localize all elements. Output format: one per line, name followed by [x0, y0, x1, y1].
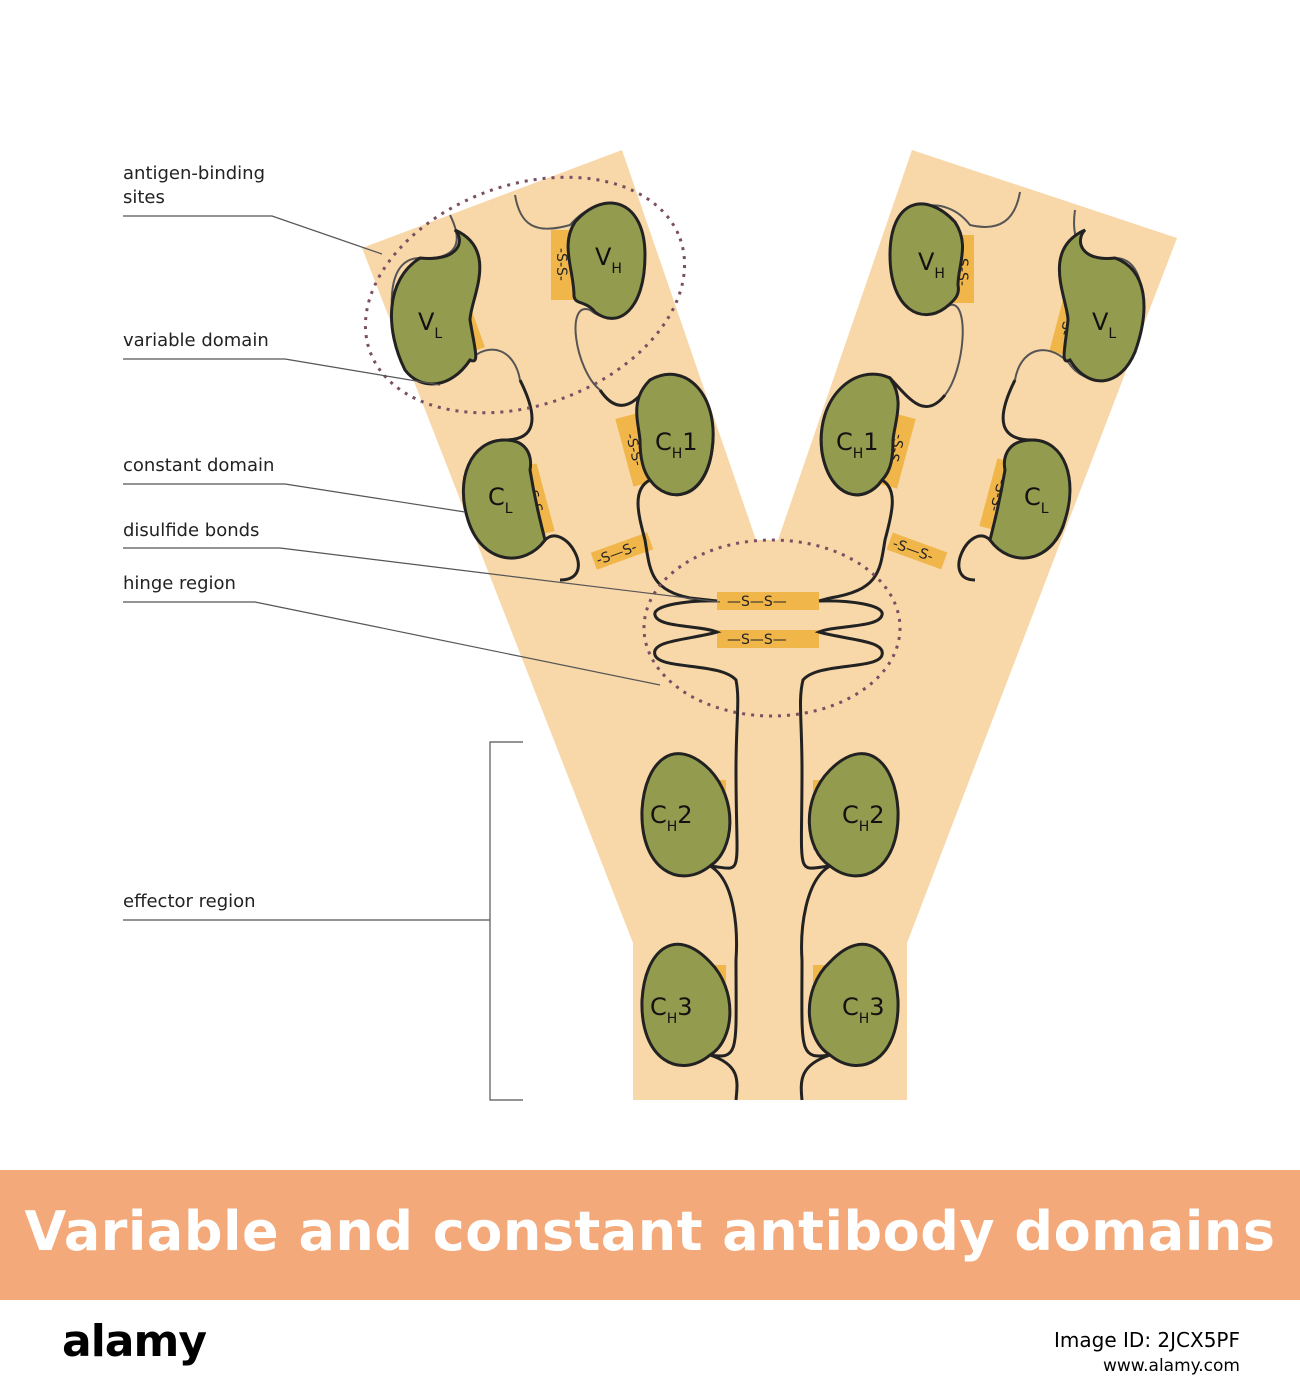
- effector-bracket: [489, 741, 523, 1101]
- hinge-region: —S—S— —S—S—: [653, 592, 884, 771]
- domain-cl-right: [988, 438, 1072, 560]
- leader-variable-domain: [123, 358, 441, 386]
- hinge-bond-label: —S—S—: [727, 594, 787, 610]
- antigen-binding-site-outline: [363, 175, 687, 415]
- left-arm: -S-S- -S-S- -S-S- -S-S- -S—S- VL VH CL C…: [390, 194, 715, 600]
- domain-ch2-left: [640, 752, 732, 878]
- domain-vl-right: [1057, 228, 1146, 383]
- domain-label-vh-right: VH: [918, 248, 945, 282]
- diagram-area: -S-S- -S-S- -S-S- -S-S- -S—S- VL VH CL C…: [123, 150, 1177, 1101]
- domain-vh-left: [566, 201, 647, 320]
- bond-label: -S-S-: [553, 248, 569, 281]
- hinge-bond-top: [717, 592, 819, 610]
- bond-inter-right: [886, 532, 948, 570]
- leader-antigen-binding: [123, 215, 383, 255]
- domain-label-vh-left: VH: [595, 243, 622, 277]
- heavy-chain-stem-left: [709, 769, 739, 1101]
- domain-label-ch1-right: CH1: [836, 428, 879, 462]
- domain-label-ch3-left: CH3: [650, 993, 693, 1027]
- domain-label-vl-left: VL: [418, 308, 442, 342]
- right-arm: -S-S- -S-S- -S-S- -S-S- -S—S- VH VL CH1 …: [819, 191, 1146, 600]
- leader-lines: [123, 215, 721, 1101]
- footer-bar: alamy Image ID: 2JCX5PF www.alamy.com: [0, 1300, 1300, 1390]
- domain-ch1-right: [819, 372, 900, 497]
- domain-ch3-right: [807, 942, 900, 1067]
- leader-hinge-region: [123, 601, 661, 686]
- label-constant-domain: constant domain: [123, 455, 275, 476]
- image-id: Image ID: 2JCX5PF: [1054, 1328, 1240, 1352]
- hinge-chain-right: [798, 596, 884, 771]
- domain-label-ch1-left: CH1: [655, 428, 698, 462]
- antibody-body: [362, 150, 1177, 1100]
- domain-label-ch2-right: CH2: [842, 801, 885, 835]
- stem: -S-S- -S-S- -S-S- -S-S- CH2 CH2 CH3 CH3: [640, 752, 900, 1101]
- label-antigen-binding-line2: sites: [123, 187, 165, 208]
- domain-vl-left: [390, 228, 482, 386]
- domain-ch1-left: [635, 373, 715, 497]
- hinge-region-outline: [642, 538, 902, 718]
- label-effector-region: effector region: [123, 891, 256, 912]
- domain-ch3-left: [640, 942, 732, 1067]
- domain-label-ch3-right: CH3: [842, 993, 885, 1027]
- bond-inter-left: [590, 532, 654, 570]
- heavy-chain-stem-right: [799, 769, 831, 1101]
- label-antigen-binding-line1: antigen-binding: [123, 163, 265, 184]
- domain-cl-left: [461, 438, 547, 560]
- antibody-diagram: -S-S- -S-S- -S-S- -S-S- -S—S- VL VH CL C…: [123, 150, 1177, 1101]
- site-url: www.alamy.com: [1102, 1356, 1240, 1376]
- label-variable-domain: variable domain: [123, 330, 269, 351]
- domain-ch2-right: [807, 752, 900, 878]
- domain-label-cl-left: CL: [488, 483, 513, 517]
- domain-label-cl-right: CL: [1024, 483, 1049, 517]
- leader-constant-domain: [123, 483, 466, 513]
- title-banner: Variable and constant antibody domains: [0, 1170, 1300, 1300]
- banner-title: Variable and constant antibody domains: [24, 1200, 1276, 1263]
- domain-label-ch2-left: CH2: [650, 801, 693, 835]
- brand-logo: alamy: [62, 1316, 207, 1367]
- label-disulfide-bonds: disulfide bonds: [123, 520, 260, 541]
- label-antigen-binding-sites: antigen-binding sites: [123, 162, 265, 210]
- hinge-bond-bottom: [717, 630, 819, 648]
- label-hinge-region: hinge region: [123, 573, 236, 594]
- leader-disulfide-bonds: [123, 547, 721, 603]
- hinge-bond-label: —S—S—: [727, 632, 787, 648]
- domain-vh-right: [888, 202, 964, 317]
- domain-label-vl-right: VL: [1092, 308, 1116, 342]
